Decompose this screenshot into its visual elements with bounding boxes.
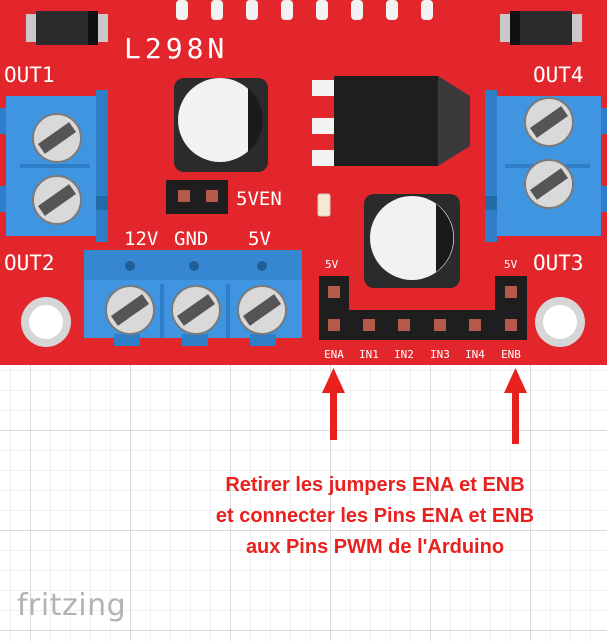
voltage-regulator [312, 76, 470, 166]
control-header [319, 276, 527, 340]
arrow-enb-icon [504, 368, 527, 444]
jumper-5ven [166, 180, 228, 214]
pin-label-in2: IN2 [394, 348, 414, 361]
label-out3: OUT3 [533, 251, 584, 275]
pin-label-ena: ENA [324, 348, 344, 361]
pin-label-in1: IN1 [359, 348, 379, 361]
arrow-ena-icon [322, 368, 345, 440]
caption-line-1: Retirer les jumpers ENA et ENB [225, 474, 525, 496]
diode-right [500, 11, 582, 45]
capacitor-right [364, 194, 460, 288]
label-12v: 12V [124, 228, 158, 250]
mounting-hole-right [535, 297, 585, 347]
caption-line-3: aux Pins PWM de l'Arduino [245, 536, 505, 558]
instruction-caption: Retirer les jumpers ENA et ENB et connec… [150, 470, 600, 563]
fritzing-logo: fritzing [17, 588, 127, 623]
label-out4: OUT4 [533, 63, 584, 87]
terminal-block-out1-out2 [0, 90, 108, 242]
power-led [317, 193, 331, 217]
terminal-block-power [84, 250, 302, 346]
capacitor-left [174, 78, 268, 172]
pin-label-in4: IN4 [465, 348, 485, 361]
mounting-hole-left [21, 297, 71, 347]
label-out1: OUT1 [4, 63, 55, 87]
header-pin [328, 286, 517, 331]
label-jumper-ena-5v: 5V [325, 258, 339, 271]
caption-line-2: et connecter les Pins ENA et ENB [215, 505, 535, 527]
pin-label-in3: IN3 [430, 348, 450, 361]
top-header-pins [176, 0, 433, 20]
diode-left [26, 11, 108, 45]
terminal-block-out3-out4 [485, 90, 607, 242]
label-jumper-enb-5v: 5V [504, 258, 518, 271]
label-gnd: GND [174, 228, 208, 250]
label-5ven: 5VEN [236, 188, 282, 210]
label-5v: 5V [248, 228, 271, 250]
board-name: L298N [124, 32, 228, 65]
pin-label-enb: ENB [501, 348, 521, 361]
label-out2: OUT2 [4, 251, 55, 275]
